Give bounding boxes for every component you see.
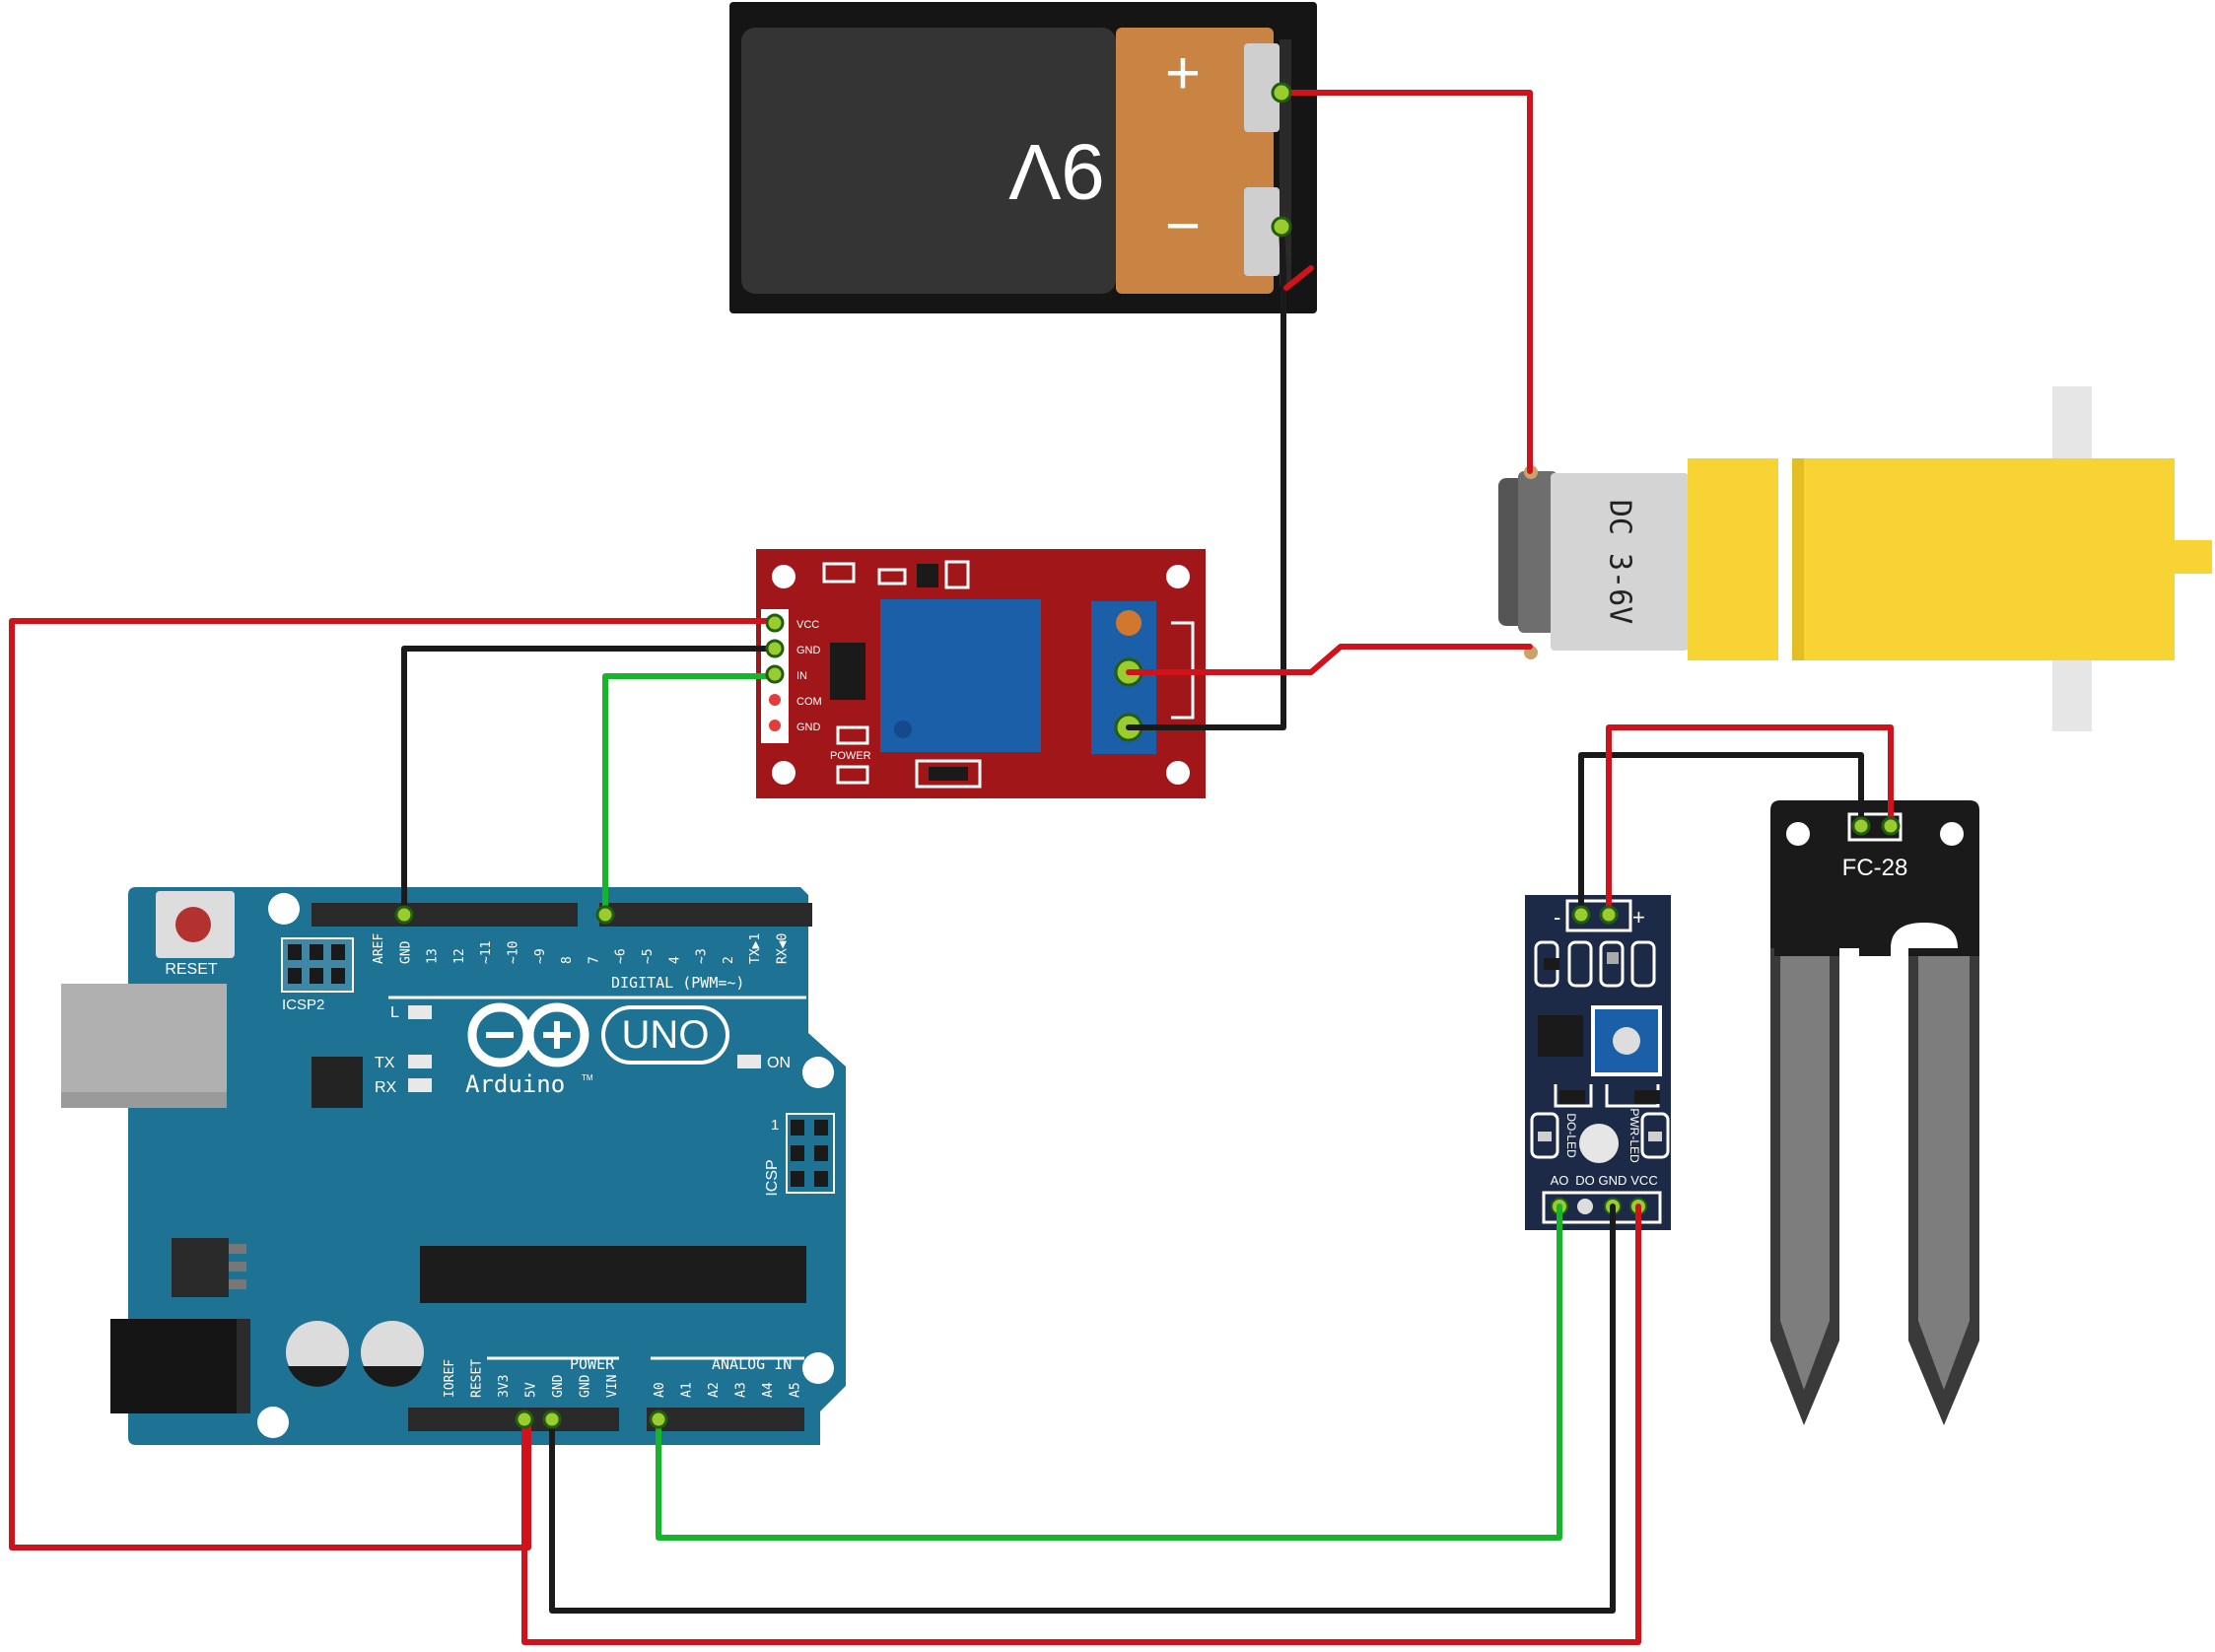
wire-relay-to-motor (1126, 644, 1533, 675)
wire-sensor-plus-to-probe (1606, 724, 1894, 918)
uno-model-label: UNO (622, 1013, 710, 1057)
wire-sensor-minus-to-probe (1578, 752, 1864, 918)
pin-label-2: 2 (722, 956, 736, 964)
pin-label-a5: A5 (789, 1382, 803, 1398)
relay-pin-gnd: GND (796, 645, 821, 656)
pin-label-9: ~9 (533, 948, 548, 964)
pin-label-gnd: GND (579, 1374, 593, 1398)
arduino-board (128, 887, 846, 1445)
pin-label-4: 4 (667, 956, 682, 964)
pin-label-a2: A2 (707, 1382, 722, 1398)
icsp-pin1-label: 1 (771, 1117, 779, 1134)
sensor-pin-ao: AO (1551, 1173, 1569, 1188)
motor-gearbox (1688, 458, 1778, 660)
battery-minus-sign: − (1165, 192, 1201, 260)
pin-label-3v3: 3V3 (497, 1375, 512, 1398)
soil-probe-fc28: FC-28 (1770, 800, 1979, 1425)
pin-label-7: 7 (587, 956, 601, 964)
relay-pin-vcc: VCC (796, 619, 819, 631)
pin-label-5: ~5 (641, 948, 656, 964)
sensor-led (1579, 1124, 1619, 1163)
wire-relay-gnd-to-arduino-gnd (401, 646, 778, 918)
pin-label-ioref: IOREF (443, 1359, 457, 1398)
motor-label: DC 3-6V (1603, 500, 1637, 624)
wire-a0-to-sensor-ao (656, 1204, 1562, 1541)
pin-label-5v: 5V (524, 1382, 539, 1398)
rx-label: RX (375, 1079, 397, 1096)
l-led-label: L (390, 1004, 399, 1021)
pin-label-6: ~6 (614, 948, 629, 964)
tx-label: TX (375, 1055, 395, 1071)
wire-battery-minus-to-relay (1126, 224, 1286, 730)
analog-pin-labels: A0 A1 A2 A3 A4 A5 (653, 1382, 803, 1398)
wire-relay-vcc-to-5v (9, 618, 778, 1550)
probe-label: FC-28 (1842, 855, 1908, 881)
soil-sensor-module: - + DO-LED PWR-LED AO DO GND VCC (1525, 895, 1671, 1230)
pin-label-3: ~3 (695, 948, 710, 964)
pin-label-12: 12 (452, 948, 467, 964)
reset-label: RESET (165, 961, 218, 978)
battery-9v: + − 9V (729, 2, 1317, 313)
dc-motor: DC 3-6V (1498, 386, 2212, 731)
sensor-minus-label: - (1554, 905, 1560, 929)
pin-label-gnd: GND (551, 1374, 566, 1398)
pin-label-tx1: TX▶1 (748, 933, 763, 964)
icsp-label: ICSP (764, 1159, 781, 1196)
battery-plus-sign: + (1165, 39, 1201, 107)
digital-header-label: DIGITAL (PWM=~) (611, 974, 744, 992)
atmega-chip (420, 1246, 806, 1303)
pin-label-reset: RESET (470, 1359, 485, 1398)
comparator-chip (1538, 1015, 1583, 1057)
pin-label-10: ~10 (507, 941, 521, 964)
relay-pin-gnd2: GND (796, 722, 821, 733)
pin-label-vin: VIN (605, 1375, 620, 1398)
icsp2-label: ICSP2 (282, 997, 324, 1013)
pin-label-a1: A1 (680, 1382, 695, 1398)
arduino-brand-label: Arduino (465, 1070, 565, 1098)
trademark-label: TM (582, 1073, 593, 1082)
power-pin-labels: IOREF RESET 3V3 5V GND GND VIN (443, 1359, 620, 1398)
pin-label-8: 8 (560, 956, 575, 964)
wires (9, 90, 1894, 1645)
usb-connector (61, 984, 227, 1108)
voltage-regulator (172, 1238, 229, 1297)
sensor-pin-vcc: VCC (1630, 1173, 1657, 1188)
relay-pin-com: COM (796, 696, 822, 708)
relay-pin-in: IN (796, 670, 807, 682)
pin-label-a4: A4 (761, 1382, 776, 1398)
pin-label-a0: A0 (653, 1382, 667, 1398)
sensor-pin-do: DO (1575, 1173, 1595, 1188)
wire-relay-in-to-pin7 (602, 673, 778, 918)
pin-label-13: 13 (426, 948, 441, 964)
pin-label-11: ~11 (479, 941, 494, 964)
arduino-logo (467, 1002, 589, 1067)
sensor-pin-gnd: GND (1599, 1173, 1627, 1188)
battery-terminal-cap (1116, 28, 1274, 294)
pin-label-aref: AREF (372, 933, 386, 964)
battery-voltage-label: 9V (1007, 128, 1104, 216)
wire-5v-to-sensor-vcc (521, 1204, 1641, 1645)
pin-label-gnd: GND (398, 940, 413, 964)
wire-gnd-to-sensor-gnd (549, 1204, 1616, 1614)
motor-body (1551, 473, 1689, 651)
digital-pin-labels: AREF GND 13 12 ~11 ~10 ~9 8 7 ~6 ~5 4 ~3 2 TX▶1 RX◀0 (372, 933, 791, 964)
relay-power-label: POWER (830, 750, 871, 762)
usb-chip (311, 1057, 363, 1108)
power-jack (110, 1319, 250, 1413)
pwr-led-label: PWR-LED (1627, 1108, 1641, 1163)
do-led-label: DO-LED (1564, 1113, 1578, 1158)
pin-label-a3: A3 (734, 1382, 749, 1398)
connection-points (394, 82, 1901, 1429)
sensor-plus-label: + (1632, 905, 1645, 929)
pin-label-rx0: RX◀0 (776, 933, 791, 964)
on-label: ON (767, 1055, 791, 1071)
wire-battery-plus-to-motor (1279, 90, 1533, 474)
